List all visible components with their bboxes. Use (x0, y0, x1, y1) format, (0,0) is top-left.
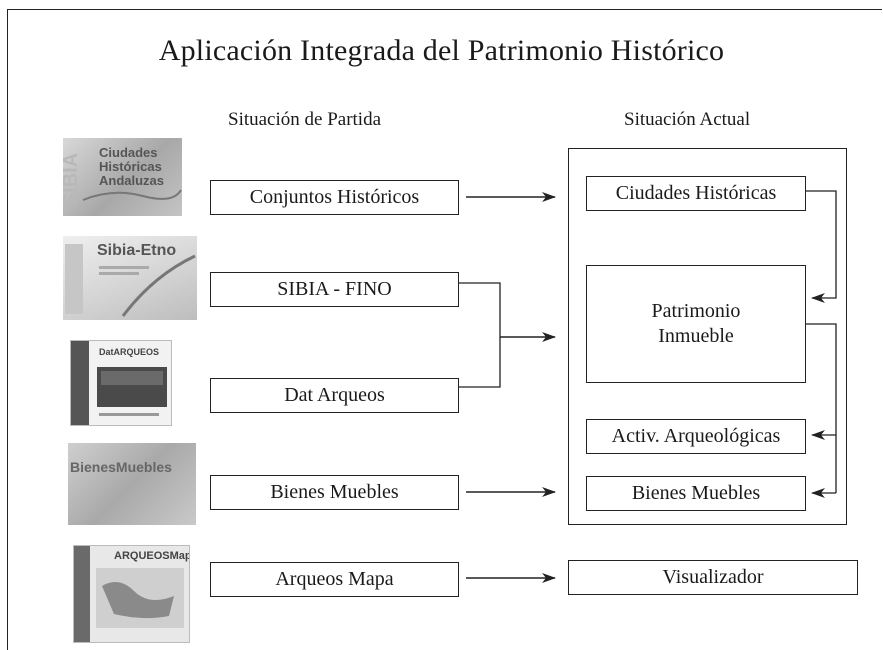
current-situation-container (568, 148, 847, 525)
target-box-visualizador: Visualizador (568, 560, 858, 595)
arqueos-mapa-cover: ARQUEOSMapa (73, 545, 190, 643)
source-box-conjuntos-historicos: Conjuntos Históricos (210, 180, 459, 215)
thumb-graphic (71, 341, 167, 425)
source-box-dat-arqueos: Dat Arqueos (210, 378, 459, 413)
target-box-bienes-muebles: Bienes Muebles (586, 476, 806, 511)
thumb-title-line: Sibia-Etno (97, 242, 177, 259)
thumb-title-line: Ciudades (99, 145, 158, 160)
thumb-title-line: BienesMuebles (70, 459, 172, 475)
target-box-activ-arqueologicas: Activ. Arqueológicas (586, 419, 806, 454)
connector-sibia-fino (459, 282, 501, 388)
target-box-ciudades-historicas: Ciudades Históricas (586, 176, 806, 211)
source-box-bienes-muebles: Bienes Muebles (210, 475, 459, 510)
ciudades-historicas-cover: SIBIA Ciudades Históricas Andaluzas (63, 138, 182, 216)
right-column-header: Situación Actual (624, 109, 751, 130)
diagram-title: Aplicación Integrada del Patrimonio Hist… (158, 34, 725, 67)
sibia-etno-cover: Sibia-Etno (63, 236, 197, 320)
thumb-title-line: ARQUEOSMapa (114, 550, 190, 562)
thumb-title-line: Históricas (99, 159, 162, 174)
thumb-title-line: DatARQUEOS (99, 347, 160, 357)
target-box-patrimonio-inmueble: Patrimonio Inmueble (586, 265, 806, 383)
connector-patrimonio-out (806, 323, 837, 493)
thumb-graphic (65, 244, 196, 317)
figure-frame (7, 9, 882, 650)
thumb-map-graphic (82, 189, 182, 201)
left-column-header: Situación de Partida (228, 109, 382, 130)
thumb-title-line: Andaluzas (99, 173, 165, 188)
datarqueos-cover: DatARQUEOS (70, 340, 172, 426)
source-box-arqueos-mapa: Arqueos Mapa (210, 562, 459, 597)
source-box-sibia-fino: SIBIA - FINO (210, 272, 459, 307)
arrow-ciudades-to-patrimonio (806, 190, 837, 303)
thumb-graphic (74, 546, 184, 642)
bienes-muebles-cover: BienesMuebles (68, 443, 196, 525)
